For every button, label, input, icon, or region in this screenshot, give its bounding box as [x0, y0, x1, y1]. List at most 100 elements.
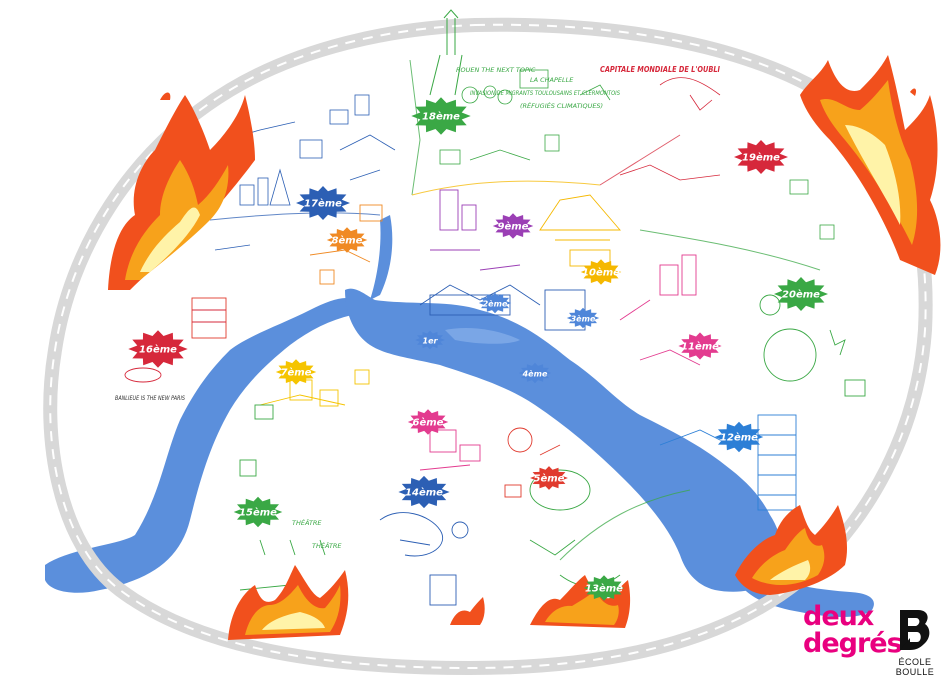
district-14-sketches: [379, 512, 469, 606]
annotation-invasion: INVASION DE MIGRANTS TOULOUSAINS ET CLER…: [470, 89, 620, 97]
badge-4: 4ème: [518, 362, 552, 384]
badge-12: 12ème: [714, 421, 764, 453]
district-20-sketches: [759, 294, 866, 397]
badge-13-star: [583, 575, 625, 601]
badge-15-star: [233, 496, 283, 528]
badge-5-star: [530, 466, 568, 490]
badge-16: 16ème: [128, 330, 188, 368]
district-18-sketches: [439, 69, 611, 165]
badge-6-star: [407, 409, 449, 435]
badge-17-label: 17ème: [304, 198, 342, 210]
annotation-theatre-2: THÉÂTRE: [312, 541, 342, 550]
badge-7: 7ème: [275, 359, 317, 385]
badge-18: 18ème: [411, 97, 471, 135]
badge-19: 19ème: [734, 140, 788, 174]
badge-9-star: [492, 213, 534, 239]
badge-13-label: 13ème: [585, 583, 623, 595]
badge-18-star: [411, 97, 471, 135]
annotation-capitale: CAPITALE MONDIALE DE L'OUBLI: [600, 65, 720, 74]
badge-6: 6ème: [407, 409, 449, 435]
badge-16-label: 16ème: [139, 344, 177, 356]
badge-14-star: [398, 475, 450, 509]
badge-3-label: 3ème: [571, 314, 596, 324]
fire-bottom-center: [450, 575, 631, 628]
fire-bottom-left: [228, 565, 349, 640]
district-16-sketches: [124, 297, 227, 383]
canal: [370, 215, 393, 300]
badge-15-label: 15ème: [239, 507, 277, 519]
badge-1-label: 1er: [423, 337, 439, 346]
district-13-sketches: [529, 469, 621, 587]
district-15-sketches: [239, 404, 326, 591]
fire-bottom-right: [735, 505, 848, 595]
badge-16-star: [128, 330, 188, 368]
badge-10: 10ème: [580, 259, 622, 285]
badge-18-label: 18ème: [422, 111, 460, 123]
deux-degres-logo: deux degrés: [803, 601, 903, 659]
badge-14: 14ème: [398, 475, 450, 509]
boulle-b-icon: [900, 610, 930, 650]
district-7-sketches: [259, 369, 370, 407]
badge-5: 5ème: [530, 466, 568, 490]
badge-8-label: 8ème: [332, 235, 363, 247]
badge-8-star: [326, 227, 368, 253]
badge-20-label: 20ème: [782, 289, 820, 301]
peripherique-dashes: [49, 23, 927, 670]
badge-20-star: [774, 277, 828, 311]
annotation-la-chapelle: LA CHAPELLE: [530, 76, 574, 84]
badge-10-star: [580, 259, 622, 285]
badge-8: 8ème: [326, 227, 368, 253]
deux-degres-line1: deux: [803, 601, 874, 632]
badge-19-star: [734, 140, 788, 174]
badge-5-label: 5ème: [534, 473, 565, 485]
district-9-sketches: [430, 189, 521, 271]
badge-12-label: 12ème: [720, 432, 758, 444]
badge-2-star: [478, 292, 512, 314]
district-11-sketches: [619, 254, 701, 366]
fire-top-left: [108, 92, 255, 290]
badge-2-label: 2ème: [483, 299, 508, 309]
badge-1-star: [415, 330, 445, 350]
badge-17-star: [296, 186, 350, 220]
district-10-sketches: [539, 194, 621, 267]
ecole-boulle-line1: ÉCOLE: [898, 657, 932, 667]
ecole-boulle-line2: BOULLE: [895, 667, 935, 677]
ecole-boulle-logo: ÉCOLE BOULLE: [893, 608, 937, 677]
district-5-sketches: [504, 427, 561, 498]
badge-3-star: [566, 307, 600, 329]
district-6-sketches: [419, 429, 481, 471]
deux-degres-line2: degrés: [803, 628, 903, 659]
annotation-rouen: ROUEN THE NEXT TOPIC: [456, 66, 536, 74]
badge-15: 15ème: [233, 496, 283, 528]
badge-14-label: 14ème: [405, 487, 443, 499]
seine-river-west: [45, 298, 355, 593]
badge-17: 17ème: [296, 186, 350, 220]
arrondissement-boundaries: [209, 59, 821, 561]
annotations: ROUEN THE NEXT TOPIC LA CHAPELLE INVASIO…: [115, 65, 720, 550]
ile-de-la-cite: [445, 328, 520, 344]
district-17-sketches: [214, 94, 396, 251]
badge-4-label: 4ème: [522, 369, 548, 379]
badge-7-label: 7ème: [281, 367, 312, 379]
annotation-banlieue: BANLIEUE IS THE NEW PARIS: [115, 394, 185, 402]
badge-1: 1er: [415, 330, 445, 350]
north-road: [429, 9, 463, 96]
annotation-refugies: (RÉFUGIÉS CLIMATIQUES): [520, 101, 603, 110]
badge-7-star: [275, 359, 317, 385]
badge-13: 13ème: [583, 575, 625, 601]
badge-11: 11ème: [678, 332, 722, 360]
district-19-sketches: [619, 77, 835, 240]
badge-3: 3ème: [566, 307, 600, 329]
badge-10-label: 10ème: [582, 267, 620, 279]
badge-4-star: [518, 362, 552, 384]
fire-right: [800, 55, 941, 275]
badge-11-label: 11ème: [681, 341, 719, 353]
badge-20: 20ème: [774, 277, 828, 311]
badge-2: 2ème: [478, 292, 512, 314]
seine-river: [345, 288, 782, 592]
badge-9-label: 9ème: [498, 221, 529, 233]
badge-11-star: [678, 332, 722, 360]
badge-12-star: [714, 421, 764, 453]
annotation-theatre-1: THÉÂTRE: [292, 518, 322, 527]
